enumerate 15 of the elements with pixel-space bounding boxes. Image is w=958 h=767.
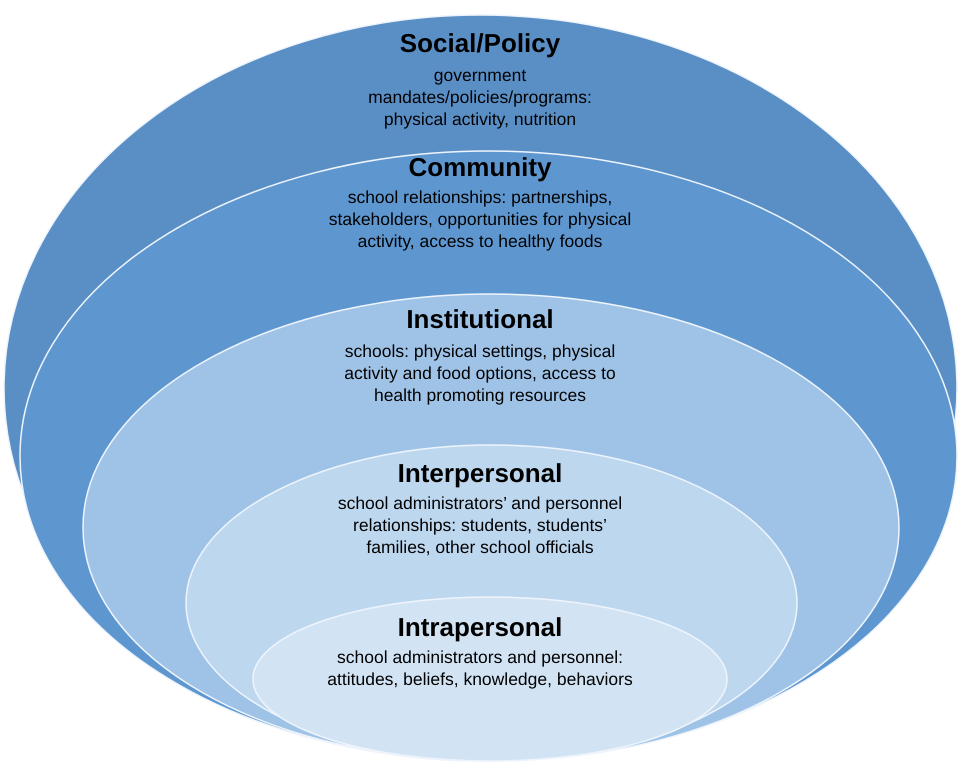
- layer-title: Community: [408, 152, 552, 182]
- layer-description: schools: physical settings, physical activity and food options, access to health promoting resources: [343, 340, 617, 406]
- layer-title: Intrapersonal: [396, 612, 564, 642]
- ellipse-layer: [185, 444, 798, 762]
- ellipse-layer: [252, 596, 728, 762]
- layer-title: Social/Policy: [398, 28, 562, 58]
- layer-title: Institutional: [405, 304, 555, 334]
- layer-description: school relationships: partnerships, stakeholders, opportunities for physical activity, access to healthy foods: [328, 186, 632, 252]
- ellipse-layer: [19, 150, 958, 762]
- layer-description: school administrators’ and personnel relationships: students, students’ families, other school officials: [336, 492, 624, 558]
- layer-title: Interpersonal: [396, 458, 564, 488]
- ellipse-layer: [3, 14, 958, 762]
- layer-description: government mandates/policies/programs: physical activity, nutrition: [367, 64, 593, 130]
- layer-description: school administrators and personnel: attitudes, beliefs, knowledge, behaviors: [326, 646, 634, 690]
- ellipse-layer: [82, 293, 900, 762]
